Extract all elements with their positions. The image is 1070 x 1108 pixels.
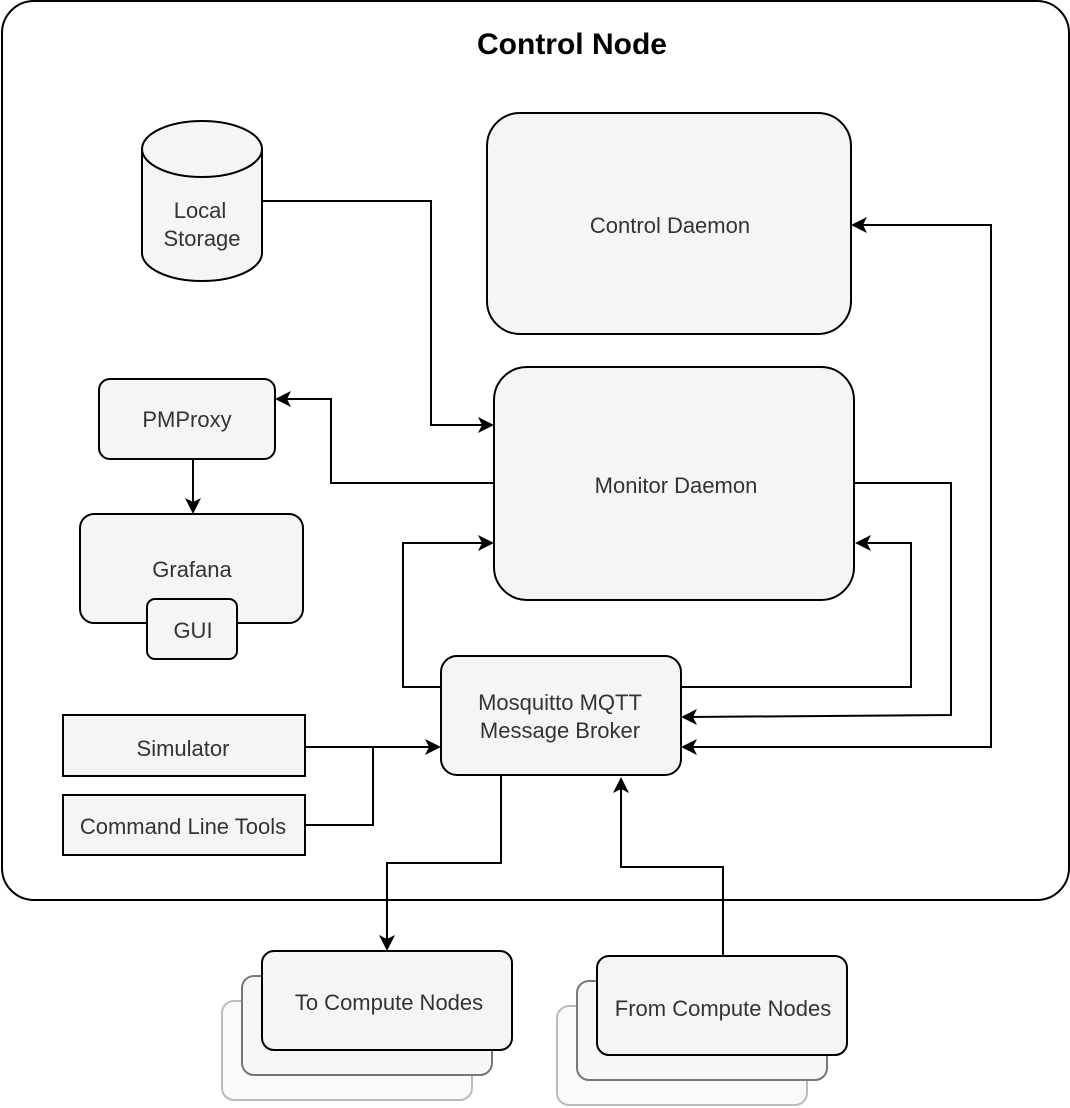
mqtt-broker-node[interactable]: Mosquitto MQTT Message Broker <box>440 655 682 776</box>
arrowhead <box>185 498 201 514</box>
control-daemon-label: Control Daemon <box>590 213 750 238</box>
edge-storage-to-monitor <box>262 200 486 426</box>
cylinder-body <box>141 149 263 282</box>
local-storage-node[interactable]: Local Storage <box>141 120 263 282</box>
cylinder-top <box>141 120 263 178</box>
to-compute-nodes-stack[interactable]: To Compute Nodes <box>221 950 513 1101</box>
cli-tools-node[interactable]: Command Line Tools <box>62 794 306 856</box>
simulator-node[interactable]: Simulator <box>62 714 306 777</box>
edge-broker-to-control <box>689 224 992 748</box>
grafana-node[interactable]: Grafana <box>79 513 304 624</box>
simulator-label: Simulator <box>137 736 230 761</box>
arrowhead <box>275 391 291 407</box>
grafana-label: Grafana <box>152 557 232 582</box>
control-daemon-node[interactable]: Control Daemon <box>486 112 852 335</box>
arrowhead <box>851 217 867 233</box>
pmproxy-node[interactable]: PMProxy <box>98 378 276 460</box>
arrowhead <box>613 777 629 793</box>
local-storage-label-line1: Local <box>174 198 227 223</box>
stack-front-card <box>261 950 513 1051</box>
edge-compute-to-broker <box>620 785 724 956</box>
gui-node[interactable]: GUI <box>146 598 238 660</box>
gui-label: GUI <box>173 618 212 643</box>
arrowhead <box>681 709 697 725</box>
monitor-daemon-label: Monitor Daemon <box>595 473 758 498</box>
local-storage-label-line2: Storage <box>163 226 240 251</box>
arrowhead <box>478 535 494 551</box>
cli-tools-label: Command Line Tools <box>80 814 286 839</box>
from-compute-nodes-stack[interactable]: From Compute Nodes <box>556 955 848 1106</box>
from-compute-label: From Compute Nodes <box>615 996 831 1021</box>
edge-broker-to-monitor-left <box>402 542 486 688</box>
arrowhead <box>379 935 395 951</box>
edge-broker-to-monitor-right <box>681 542 912 688</box>
arrowhead <box>855 535 871 551</box>
edge-monitor-to-broker <box>688 482 952 718</box>
broker-label-line1: Mosquitto MQTT <box>478 690 642 715</box>
arrowhead <box>478 417 494 433</box>
stack-front-card <box>596 955 848 1056</box>
to-compute-label: To Compute Nodes <box>295 990 483 1015</box>
edge-cli-to-broker <box>305 747 374 826</box>
monitor-daemon-node[interactable]: Monitor Daemon <box>493 366 855 601</box>
control-node-title: Control Node <box>477 28 667 61</box>
edge-broker-to-compute <box>386 776 502 943</box>
pmproxy-label: PMProxy <box>142 407 231 432</box>
edge-monitor-to-pmproxy <box>283 398 496 484</box>
arrowhead <box>681 739 697 755</box>
arrowhead <box>425 739 441 755</box>
edges <box>185 200 992 956</box>
broker-label-line2: Message Broker <box>480 718 640 743</box>
